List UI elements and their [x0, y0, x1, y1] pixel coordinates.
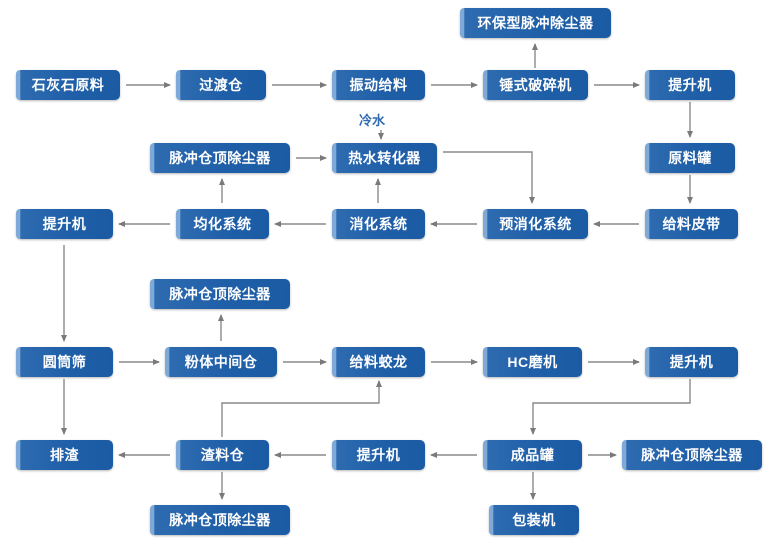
process-node-label: HC磨机 — [507, 354, 558, 370]
process-node-fenti[interactable]: 粉体中间仓 — [165, 347, 277, 377]
process-node-tisheng2[interactable]: 提升机 — [16, 209, 113, 239]
node-edge-highlight — [645, 209, 649, 239]
process-node-label: 脉冲仓顶除尘器 — [169, 512, 271, 528]
node-edge-highlight — [645, 70, 649, 100]
process-node-shihuishi[interactable]: 石灰石原料 — [16, 70, 120, 100]
node-edge-highlight — [483, 440, 487, 470]
process-node-zhendong[interactable]: 振动给料 — [332, 70, 425, 100]
node-edge-highlight — [176, 70, 180, 100]
node-edge-highlight — [332, 143, 336, 173]
process-node-label: 脉冲仓顶除尘器 — [641, 447, 743, 463]
node-edge-highlight — [483, 209, 487, 239]
process-node-label: 提升机 — [42, 216, 87, 232]
process-node-paizha[interactable]: 排渣 — [16, 440, 113, 470]
node-edge-highlight — [489, 505, 493, 535]
node-edge-highlight — [150, 143, 154, 173]
node-edge-highlight — [165, 347, 169, 377]
node-edge-highlight — [16, 347, 20, 377]
connector-arrow — [221, 380, 382, 437]
node-edge-highlight — [645, 143, 649, 173]
process-node-yuantong[interactable]: 圆筒筛 — [16, 347, 113, 377]
node-edge-highlight — [150, 279, 154, 309]
process-node-label: 热水转化器 — [348, 150, 421, 166]
process-node-label: 环保型脉冲除尘器 — [477, 15, 594, 31]
process-node-gelpidai[interactable]: 给料皮带 — [645, 209, 738, 239]
node-edge-highlight — [150, 505, 154, 535]
process-node-chuishi[interactable]: 锤式破碎机 — [483, 70, 588, 100]
process-node-baozhuang[interactable]: 包装机 — [489, 505, 579, 535]
node-edge-highlight — [176, 440, 180, 470]
process-node-label: 锤式破碎机 — [499, 77, 572, 93]
process-node-zhaliaocang[interactable]: 渣料仓 — [176, 440, 269, 470]
process-node-chengpin[interactable]: 成品罐 — [483, 440, 582, 470]
process-node-label: 提升机 — [669, 354, 714, 370]
node-edge-highlight — [176, 209, 180, 239]
process-node-label: 过渡仓 — [199, 77, 243, 93]
node-edge-highlight — [645, 347, 649, 377]
process-node-tisheng1[interactable]: 提升机 — [645, 70, 735, 100]
process-node-label: 石灰石原料 — [31, 77, 105, 93]
process-node-label: 提升机 — [356, 447, 401, 463]
process-node-tisheng4[interactable]: 提升机 — [332, 440, 425, 470]
node-edge-highlight — [460, 8, 464, 38]
process-node-reshui[interactable]: 热水转化器 — [332, 143, 437, 173]
process-node-label: 粉体中间仓 — [184, 354, 258, 370]
process-node-label: 预消化系统 — [499, 216, 572, 232]
node-edge-highlight — [16, 70, 20, 100]
process-node-hcmoji[interactable]: HC磨机 — [483, 347, 582, 377]
node-edge-highlight — [16, 209, 20, 239]
process-node-label: 原料罐 — [668, 150, 712, 166]
process-node-yuanliao[interactable]: 原料罐 — [645, 143, 735, 173]
process-node-label: 脉冲仓顶除尘器 — [169, 150, 271, 166]
process-node-label: 均化系统 — [193, 216, 252, 232]
process-node-label: 振动给料 — [349, 77, 408, 93]
process-node-label: 给料蛟龙 — [349, 354, 408, 370]
node-edge-highlight — [332, 70, 336, 100]
node-edge-highlight — [483, 347, 487, 377]
process-node-yuxiaohua[interactable]: 预消化系统 — [483, 209, 588, 239]
process-node-maichong_top3[interactable]: 脉冲仓顶除尘器 — [622, 440, 762, 470]
process-node-label: 给料皮带 — [662, 216, 721, 232]
node-edge-highlight — [332, 347, 336, 377]
process-node-label: 排渣 — [50, 447, 79, 463]
process-node-label: 提升机 — [668, 77, 712, 93]
node-edge-highlight — [332, 209, 336, 239]
node-edge-highlight — [622, 440, 626, 470]
process-node-tisheng3[interactable]: 提升机 — [645, 347, 738, 377]
process-node-label: 圆筒筛 — [42, 354, 87, 370]
process-node-label: 消化系统 — [349, 216, 408, 232]
process-node-junhua[interactable]: 均化系统 — [176, 209, 269, 239]
process-node-huanbao[interactable]: 环保型脉冲除尘器 — [460, 8, 611, 38]
process-node-guodu[interactable]: 过渡仓 — [176, 70, 266, 100]
node-edge-highlight — [483, 70, 487, 100]
process-node-maichong_top2[interactable]: 脉冲仓顶除尘器 — [150, 279, 290, 309]
process-node-label: 包装机 — [512, 512, 556, 528]
cold-water-label: 冷水 — [359, 113, 386, 128]
process-node-label: 成品罐 — [510, 447, 555, 463]
process-node-xiaohua[interactable]: 消化系统 — [332, 209, 425, 239]
process-node-maichong_top1[interactable]: 脉冲仓顶除尘器 — [150, 143, 290, 173]
connector-arrow — [530, 379, 691, 435]
process-node-gelaojiaolong[interactable]: 给料蛟龙 — [332, 347, 425, 377]
node-edge-highlight — [332, 440, 336, 470]
node-edge-highlight — [16, 440, 20, 470]
process-node-label: 脉冲仓顶除尘器 — [169, 286, 271, 302]
connector-arrow — [443, 151, 535, 204]
process-node-maichong_top4[interactable]: 脉冲仓顶除尘器 — [150, 505, 290, 535]
process-node-label: 渣料仓 — [200, 447, 245, 463]
